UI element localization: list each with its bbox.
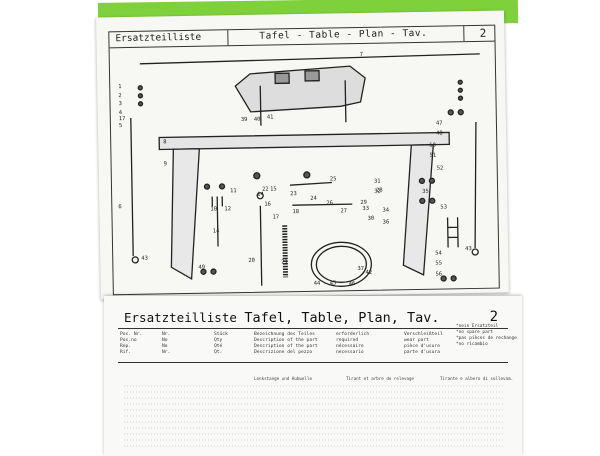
- bottom-page-parts-list: Ersatzteilliste Tafel, Table, Plan, Tav.…: [104, 296, 522, 456]
- svg-text:8: 8: [163, 139, 166, 145]
- svg-text:14: 14: [213, 228, 220, 234]
- top-page-exploded-drawing: Ersatzteilliste Tafel - Table - Plan - T…: [96, 10, 509, 300]
- drawing-frame: Ersatzteilliste Tafel - Table - Plan - T…: [108, 24, 500, 296]
- svg-text:12: 12: [224, 206, 231, 212]
- header-divider: [463, 26, 465, 42]
- col-header-ref: Nr. No No Nr.: [162, 332, 171, 355]
- parts-list-title: Ersatzteilliste Tafel, Table, Plan, Tav.: [124, 310, 440, 326]
- svg-text:46: 46: [349, 281, 356, 287]
- col-header-qty: Stück Qty Qté Qt.: [214, 332, 228, 355]
- svg-text:18: 18: [292, 209, 299, 215]
- svg-text:23: 23: [290, 191, 297, 197]
- svg-text:5: 5: [119, 123, 122, 129]
- section-label-it: Tirante e albero di sollevam.: [440, 376, 514, 381]
- drawing-header-title: Ersatzteilliste: [115, 31, 202, 45]
- svg-text:22: 22: [262, 187, 269, 193]
- drawing-header-number: 2: [479, 26, 487, 40]
- svg-text:39: 39: [241, 117, 248, 123]
- svg-text:15: 15: [270, 186, 277, 192]
- col-header-desc: Bezeichnung des Teiles Description of th…: [254, 332, 318, 355]
- svg-text:24: 24: [310, 196, 317, 202]
- svg-text:53: 53: [440, 204, 447, 210]
- section-label-de: Lenkstange und Hubwelle: [254, 376, 312, 381]
- svg-text:7: 7: [360, 52, 363, 58]
- svg-text:1: 1: [118, 84, 121, 90]
- svg-text:49: 49: [198, 265, 205, 271]
- svg-text:34: 34: [382, 207, 389, 213]
- svg-text:45: 45: [330, 280, 337, 286]
- svg-text:14: 14: [257, 192, 264, 198]
- svg-text:27: 27: [340, 208, 347, 214]
- svg-text:36: 36: [383, 219, 390, 225]
- parts-list-title-word: Ersatzteilliste: [124, 310, 237, 325]
- svg-text:2: 2: [118, 93, 121, 99]
- svg-text:32: 32: [374, 189, 381, 195]
- header-divider: [227, 30, 229, 46]
- svg-text:35: 35: [422, 189, 429, 195]
- svg-text:11: 11: [230, 188, 237, 194]
- svg-text:3: 3: [118, 101, 121, 107]
- svg-text:28: 28: [376, 188, 383, 194]
- svg-text:33: 33: [362, 206, 369, 212]
- col-header-pos: Pos. Nr. Pos.no Rep. Rif.: [120, 332, 143, 355]
- svg-text:42: 42: [365, 270, 372, 276]
- svg-text:41: 41: [267, 114, 274, 120]
- svg-text:48: 48: [436, 131, 443, 137]
- svg-text:40: 40: [254, 117, 261, 123]
- svg-text:16: 16: [264, 202, 271, 208]
- svg-text:47: 47: [436, 121, 443, 127]
- svg-text:29: 29: [360, 200, 367, 206]
- svg-text:31: 31: [374, 179, 381, 185]
- svg-text:4: 4: [119, 110, 123, 116]
- svg-text:56: 56: [436, 272, 443, 278]
- svg-text:21: 21: [281, 259, 288, 265]
- svg-text:50: 50: [429, 143, 436, 149]
- svg-text:55: 55: [435, 261, 442, 267]
- header-rule: [118, 362, 508, 363]
- svg-text:44: 44: [314, 281, 321, 287]
- svg-text:6: 6: [118, 204, 121, 210]
- svg-text:25: 25: [330, 176, 337, 182]
- col-header-extra: *nein Ersatzteil *no spare part *pas piè…: [456, 324, 517, 347]
- svg-text:9: 9: [164, 161, 167, 167]
- svg-text:17: 17: [119, 116, 126, 122]
- drawing-header-plan: Tafel - Table - Plan - Tav.: [259, 27, 428, 42]
- section-label-fr: Tirant et arbre de relevage: [346, 376, 415, 381]
- svg-text:17: 17: [272, 214, 279, 220]
- svg-text:37: 37: [357, 266, 364, 272]
- parts-rows-illegible: [124, 385, 504, 447]
- svg-text:10: 10: [210, 206, 217, 212]
- svg-text:20: 20: [248, 258, 255, 264]
- svg-text:26: 26: [326, 200, 333, 206]
- parts-list-title-plan: Tafel, Table, Plan, Tav.: [244, 310, 440, 326]
- col-header-note: Verschleißteil wear part pièce d'usure p…: [404, 332, 443, 355]
- svg-text:43: 43: [465, 246, 472, 252]
- svg-text:52: 52: [437, 166, 444, 172]
- svg-text:43: 43: [141, 256, 148, 262]
- parts-list-page-number: 2: [489, 309, 498, 325]
- title-rule: [118, 328, 508, 329]
- svg-text:51: 51: [429, 153, 436, 159]
- svg-text:30: 30: [368, 216, 375, 222]
- col-header-spare: erforderlich required nécessaire necessa…: [336, 332, 370, 355]
- svg-text:54: 54: [435, 251, 442, 257]
